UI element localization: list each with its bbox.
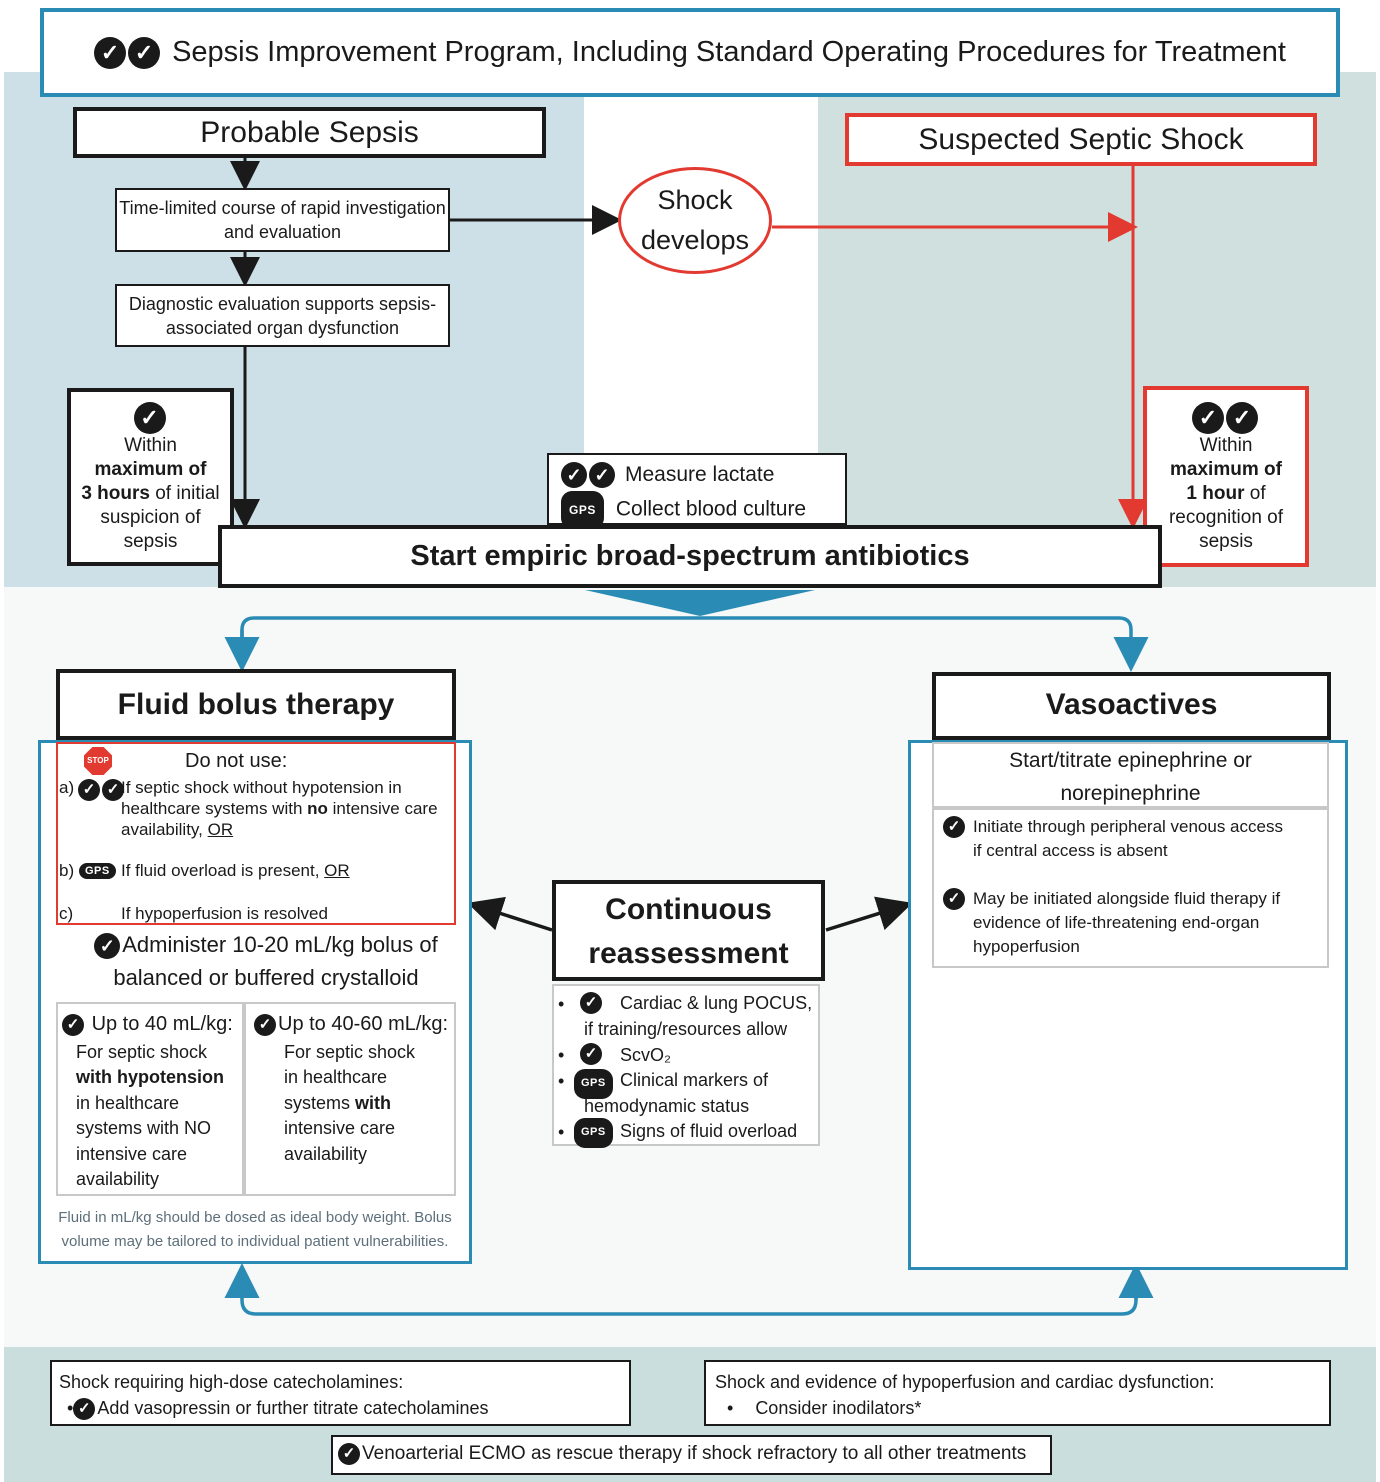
administer-bolus-text: ✓Administer 10-20 mL/kg bolus of balance… (56, 928, 476, 994)
check-icon: ✓ (1192, 402, 1224, 434)
title-banner: ✓✓ Sepsis Improvement Program, Including… (40, 8, 1340, 97)
probable-sepsis-header: Probable Sepsis (73, 107, 546, 158)
three-hour-timing-box: ✓ Within maximum of 3 hours of initial s… (67, 388, 234, 566)
check-icon: ✓ (1226, 402, 1258, 434)
check-icon: ✓ (338, 1442, 360, 1465)
stop-sign-icon: STOP (84, 747, 112, 775)
check-icon: ✓ (78, 779, 100, 801)
check-icon: ✓ (580, 1043, 602, 1066)
ecmo-box: ✓Venoarterial ECMO as rescue therapy if … (331, 1435, 1052, 1475)
check-icon: ✓ (94, 933, 121, 960)
check-icon: ✓ (128, 36, 161, 69)
fluid-bolus-header: Fluid bolus therapy (56, 669, 456, 740)
check-icon: ✓ (580, 992, 602, 1015)
gps-badge: GPS (79, 862, 116, 879)
up-to-40-60-box: ✓Up to 40-60 mL/kg: For septic shock in … (244, 1002, 456, 1196)
check-icon: ✓ (943, 887, 965, 910)
rapid-investigation-box: Time-limited course of rapid investigati… (115, 188, 450, 252)
page-title: Sepsis Improvement Program, Including St… (172, 36, 1286, 68)
antibiotics-banner: Start empiric broad-spectrum antibiotics (218, 525, 1162, 588)
reassessment-list: • ✓ Cardiac & lung POCUS, if training/re… (552, 984, 820, 1148)
do-not-use-box: STOP Do not use: a) ✓✓ If septic shock w… (56, 742, 456, 925)
check-icon: ✓ (943, 815, 965, 838)
one-hour-timing-box: ✓✓ Within maximum of 1 hour of recogniti… (1143, 386, 1309, 567)
suspected-septic-shock-header: Suspected Septic Shock (845, 113, 1317, 166)
check-icon: ✓ (133, 402, 166, 434)
vaso-items-box: ✓ Initiate through peripheral venous acc… (932, 808, 1329, 968)
diagnostic-evaluation-box: Diagnostic evaluation supports sepsis-as… (115, 284, 450, 347)
gps-badge: GPS (561, 491, 604, 529)
check-icon: ✓ (94, 36, 127, 69)
check-icon: ✓ (73, 1398, 96, 1421)
fluid-footnote: Fluid in mL/kg should be dosed as ideal … (58, 1209, 452, 1250)
check-icon: ✓ (561, 462, 587, 489)
up-to-40-box: ✓ Up to 40 mL/kg: For septic shock with … (56, 1002, 244, 1196)
gps-badge: GPS (574, 1118, 613, 1148)
high-dose-catecholamines-box: Shock requiring high-dose catecholamines… (50, 1360, 631, 1426)
check-icon: ✓ (62, 1013, 84, 1036)
gps-badge: GPS (574, 1069, 613, 1099)
vasoactives-header: Vasoactives (932, 672, 1331, 740)
check-icon: ✓ (589, 462, 615, 489)
check-icon: ✓ (102, 779, 124, 801)
check-icon: ✓ (254, 1013, 276, 1036)
cardiac-dysfunction-box: Shock and evidence of hypoperfusion and … (704, 1360, 1331, 1426)
